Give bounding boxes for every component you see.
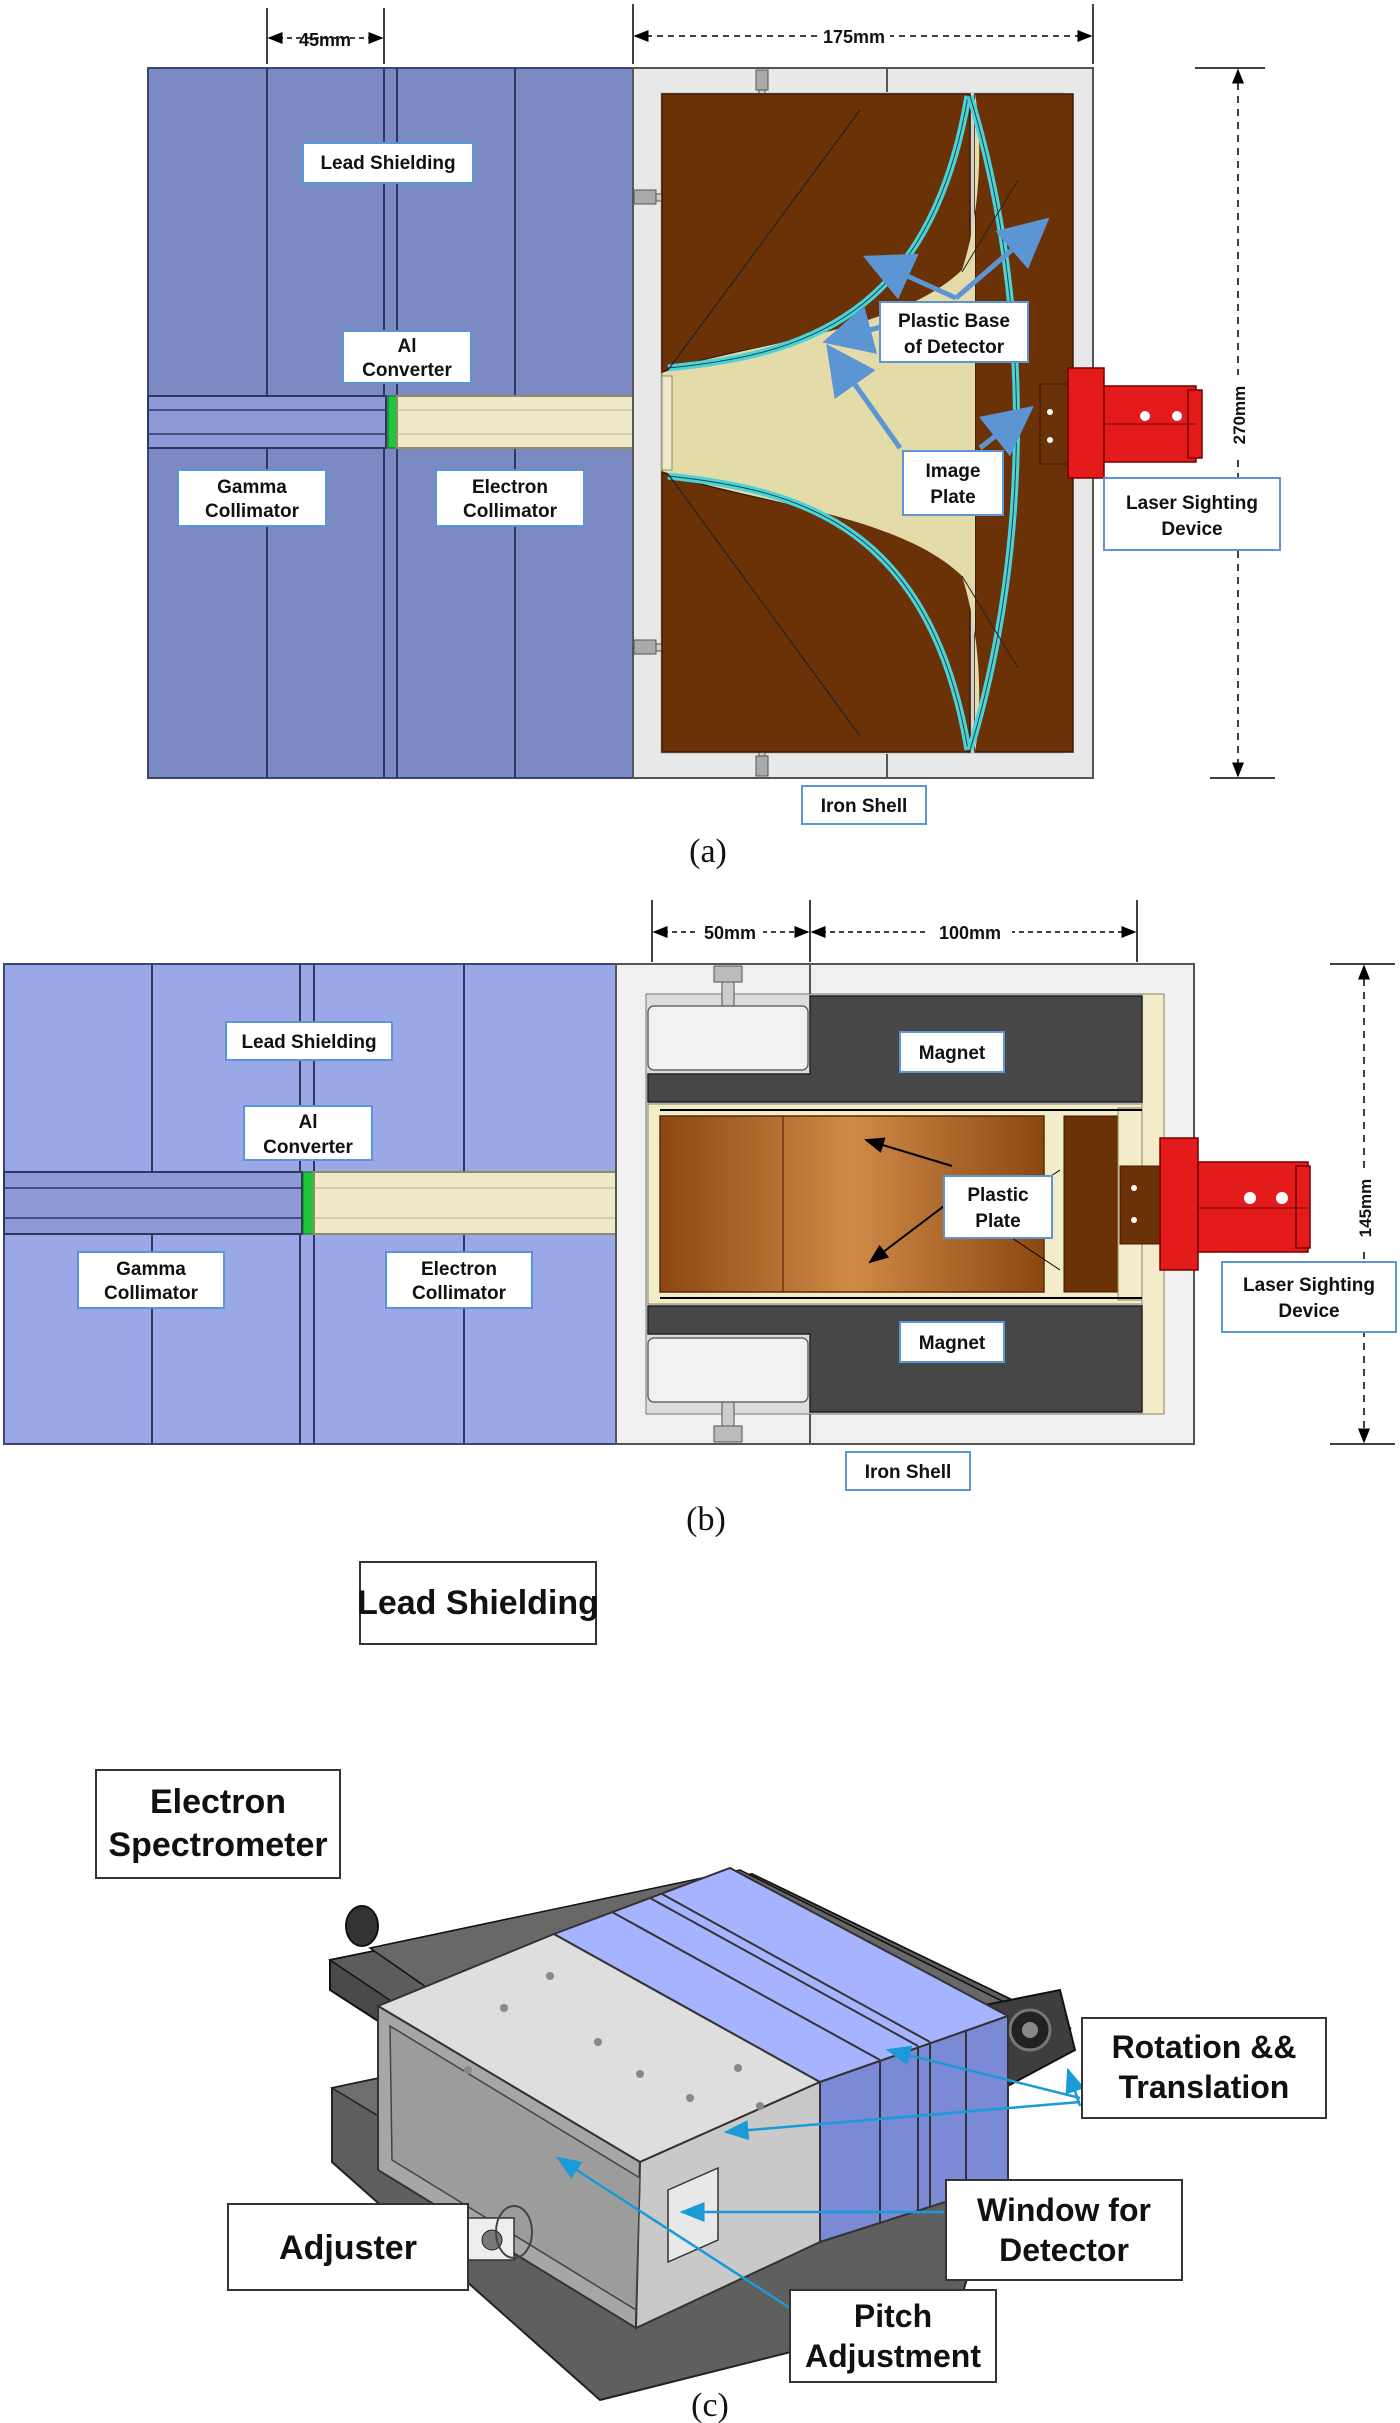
svg-text:Adjustment: Adjustment <box>805 2338 981 2374</box>
svg-text:Converter: Converter <box>263 1137 353 1158</box>
laser-sighting-device-a <box>1039 367 1203 479</box>
svg-text:Iron Shell: Iron Shell <box>865 1462 952 1483</box>
svg-text:Pitch: Pitch <box>854 2298 932 2334</box>
svg-text:Magnet: Magnet <box>919 1043 986 1064</box>
dim-270mm: 270mm <box>1230 386 1249 445</box>
label-lead-shielding-a: Lead Shielding <box>302 142 474 184</box>
panel-c: Lead Shielding Electron Spectrometer Rot… <box>0 1550 1400 2423</box>
svg-text:Plastic Base: Plastic Base <box>898 311 1010 332</box>
label-gamma-collimator-a: Gamma Collimator <box>177 469 327 527</box>
dim-145mm: 145mm <box>1356 1179 1375 1238</box>
label-plastic-plate: Plastic Plate <box>943 1175 1053 1239</box>
svg-text:Iron Shell: Iron Shell <box>821 796 908 817</box>
svg-text:Spectrometer: Spectrometer <box>108 1826 327 1864</box>
svg-text:Laser Sighting: Laser Sighting <box>1243 1275 1375 1296</box>
svg-text:Image: Image <box>926 461 981 482</box>
svg-text:Gamma: Gamma <box>116 1259 186 1280</box>
svg-text:Device: Device <box>1278 1301 1339 1322</box>
al-converter-b <box>302 1171 315 1235</box>
label-iron-shell-b: Iron Shell <box>845 1451 971 1491</box>
svg-text:Plate: Plate <box>975 1211 1020 1232</box>
caption-b: (b) <box>686 1501 726 1538</box>
svg-text:Al: Al <box>398 336 417 357</box>
label-laser-sighting-b: Laser Sighting Device <box>1221 1261 1397 1333</box>
svg-text:Translation: Translation <box>1119 2069 1290 2105</box>
label-lead-shielding-c: Lead Shielding <box>357 1561 599 1645</box>
svg-text:Collimator: Collimator <box>205 501 300 522</box>
svg-text:Detector: Detector <box>999 2232 1129 2268</box>
label-adjuster: Adjuster <box>227 2203 469 2291</box>
svg-text:Lead Shielding: Lead Shielding <box>241 1032 376 1053</box>
svg-text:Plate: Plate <box>930 487 975 508</box>
svg-text:Adjuster: Adjuster <box>279 2229 417 2267</box>
label-al-converter-a: Al Converter <box>342 330 472 384</box>
dim-45mm: 45mm <box>299 30 351 50</box>
svg-text:Converter: Converter <box>362 360 452 381</box>
svg-text:Al: Al <box>299 1112 318 1133</box>
laser-sighting-device-b <box>1119 1137 1311 1271</box>
svg-text:Plastic: Plastic <box>967 1185 1029 1206</box>
panel-b: 50mm 100mm 145mm Lead Shielding Al Conve… <box>0 870 1400 1550</box>
svg-text:Electron: Electron <box>421 1259 497 1280</box>
label-laser-sighting-a: Laser Sighting Device <box>1103 477 1281 551</box>
label-electron-collimator-a: Electron Collimator <box>435 469 585 527</box>
dim-175mm: 175mm <box>823 27 885 47</box>
svg-text:Electron: Electron <box>472 477 548 498</box>
svg-text:Rotation &&: Rotation && <box>1112 2029 1297 2065</box>
caption-c: (c) <box>691 2387 729 2423</box>
svg-text:Lead Shielding: Lead Shielding <box>357 1584 599 1622</box>
svg-text:Lead Shielding: Lead Shielding <box>320 153 455 174</box>
electron-collimator-b <box>313 1171 655 1235</box>
svg-text:Electron: Electron <box>150 1783 286 1821</box>
caption-a: (a) <box>689 833 727 870</box>
label-window-for-detector: Window for Detector <box>945 2179 1183 2281</box>
svg-text:Collimator: Collimator <box>104 1283 199 1304</box>
label-image-plate: Image Plate <box>902 450 1004 516</box>
svg-text:Window for: Window for <box>977 2192 1151 2228</box>
svg-text:Device: Device <box>1161 519 1222 540</box>
label-magnet-bottom: Magnet <box>899 1321 1005 1363</box>
svg-text:Collimator: Collimator <box>463 501 558 522</box>
label-electron-spectrometer: Electron Spectrometer <box>95 1769 341 1879</box>
dim-50mm: 50mm <box>704 923 756 943</box>
label-plastic-base: Plastic Base of Detector <box>879 301 1029 363</box>
label-lead-shielding-b: Lead Shielding <box>225 1021 393 1061</box>
label-gamma-collimator-b: Gamma Collimator <box>77 1251 225 1309</box>
label-al-converter-b: Al Converter <box>243 1105 373 1161</box>
electron-spectrometer-box <box>375 1932 823 2330</box>
magnet-top <box>647 995 1143 1103</box>
electron-collimator-a <box>396 395 668 449</box>
label-electron-collimator-b: Electron Collimator <box>385 1251 533 1309</box>
label-rotation-translation: Rotation && Translation <box>1081 2017 1327 2119</box>
dim-100mm: 100mm <box>939 923 1001 943</box>
panel-a: 45mm 175mm 270mm Lead Shielding Al Conve… <box>0 0 1400 870</box>
al-converter-a <box>387 395 398 449</box>
svg-text:Laser Sighting: Laser Sighting <box>1126 493 1258 514</box>
svg-text:of Detector: of Detector <box>904 337 1005 358</box>
magnet-bottom <box>647 1305 1143 1413</box>
svg-text:Magnet: Magnet <box>919 1333 986 1354</box>
svg-text:Gamma: Gamma <box>217 477 287 498</box>
svg-text:Collimator: Collimator <box>412 1283 507 1304</box>
label-pitch-adjustment: Pitch Adjustment <box>789 2289 997 2383</box>
label-iron-shell-a: Iron Shell <box>801 785 927 825</box>
label-magnet-top: Magnet <box>899 1031 1005 1073</box>
